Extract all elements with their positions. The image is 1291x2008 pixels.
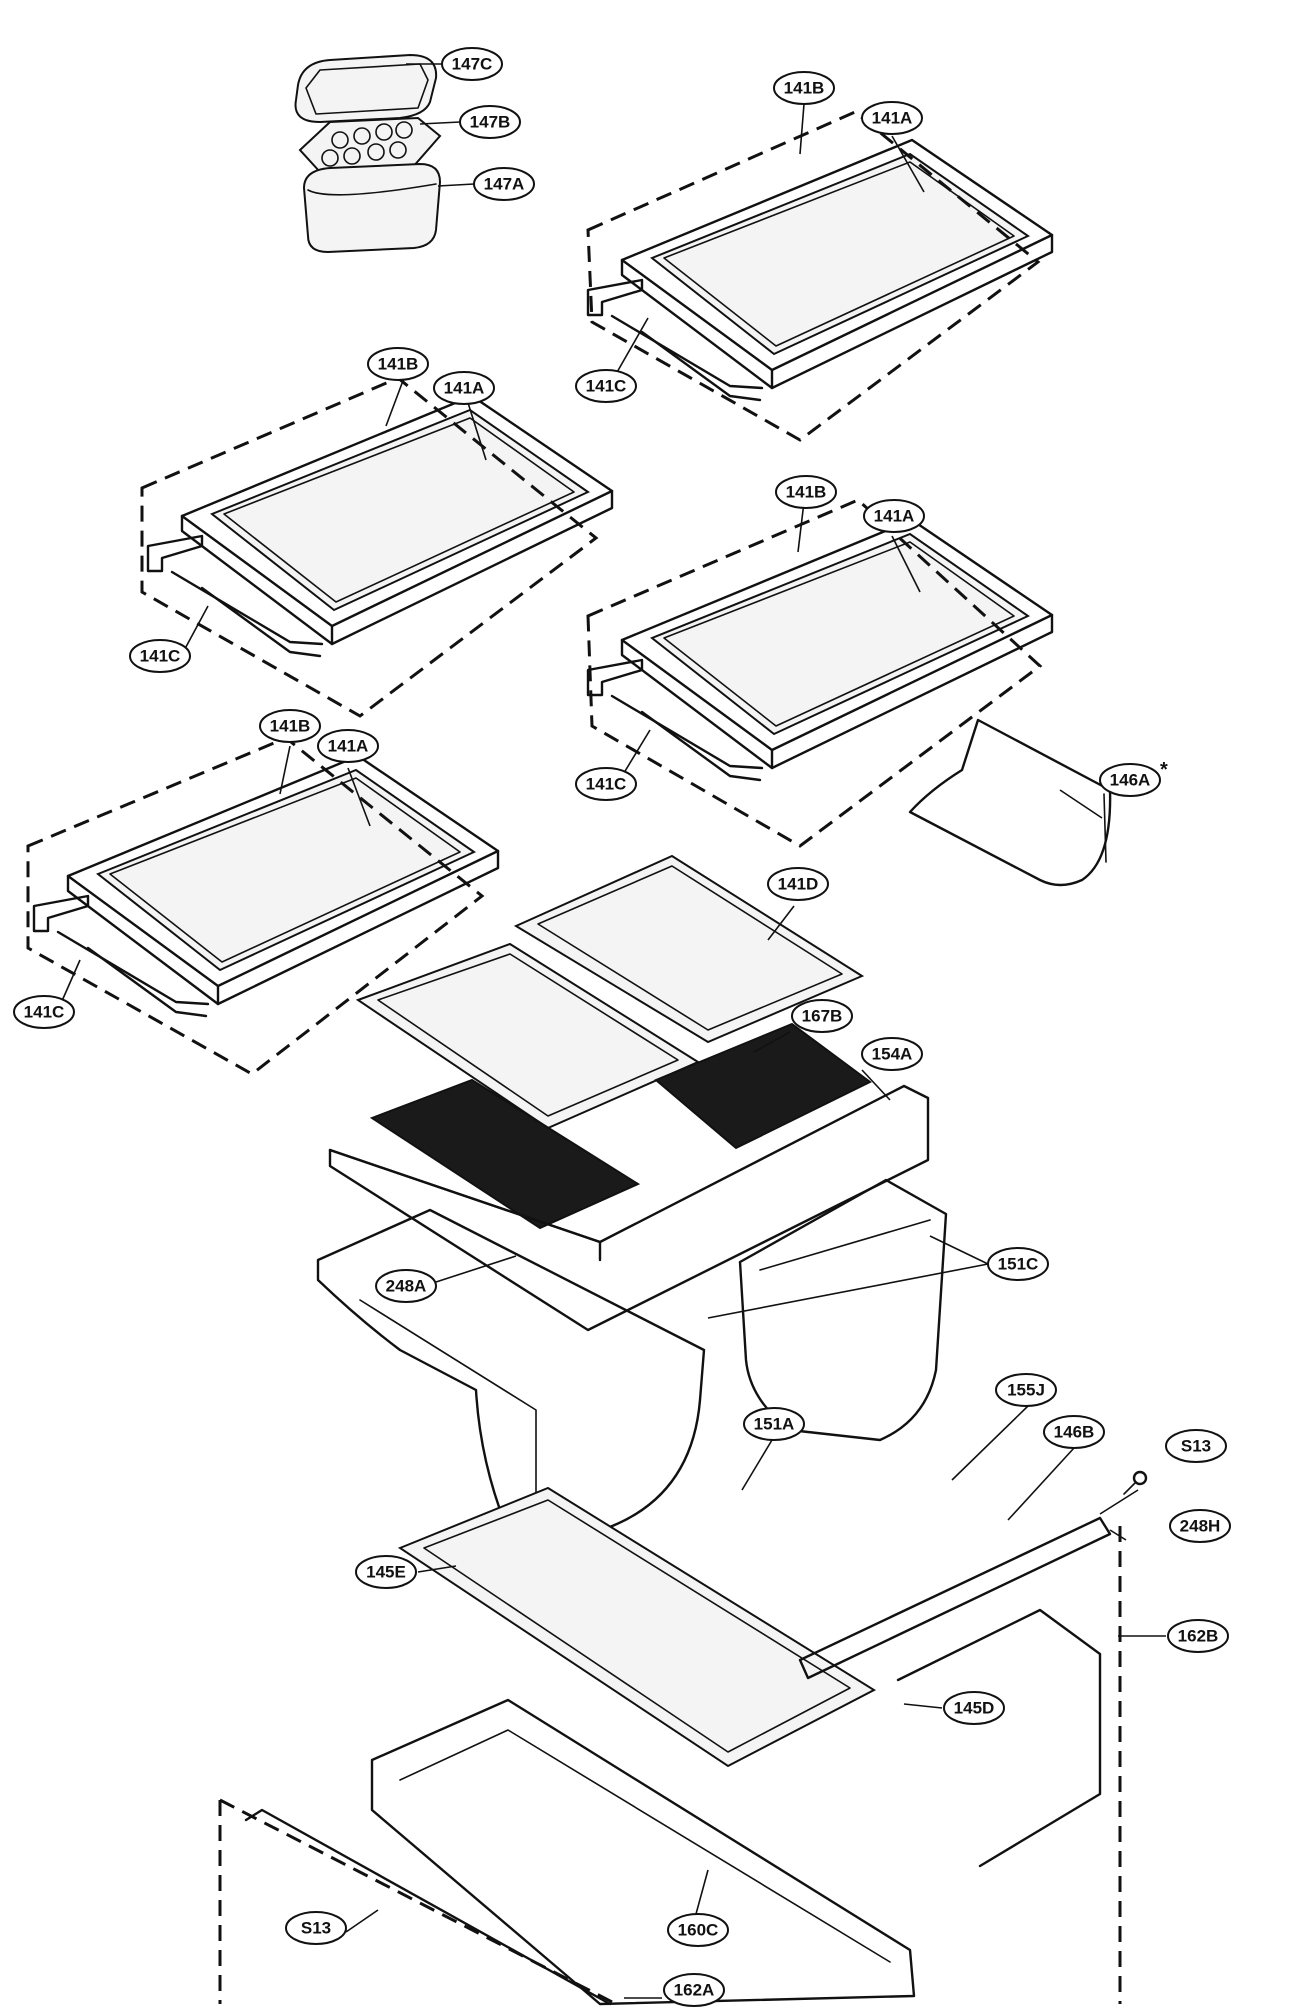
drawer-rail xyxy=(798,1516,1112,1680)
label-145E: 145E xyxy=(355,1555,417,1589)
label-147B-text: 147B xyxy=(470,113,511,132)
label-167B-text: 167B xyxy=(802,1007,843,1026)
leader-lines xyxy=(57,63,1166,1999)
egg-tray-assembly xyxy=(294,53,442,254)
label-162A: 162A xyxy=(663,1973,725,2007)
label-141C-mid-right-text: 141C xyxy=(586,775,627,794)
label-141D-text: 141D xyxy=(778,875,819,894)
label-151C: 151C xyxy=(987,1247,1049,1281)
label-141A-top-right: 141A xyxy=(861,101,923,135)
label-145D: 145D xyxy=(943,1691,1005,1725)
label-147C: 147C xyxy=(441,47,503,81)
shelf-mid-left xyxy=(146,394,614,658)
label-155J-text: 155J xyxy=(1007,1381,1045,1400)
label-147C-text: 147C xyxy=(452,55,493,74)
label-141C-top-right: 141C xyxy=(575,369,637,403)
label-141A-mid-left: 141A xyxy=(433,371,495,405)
label-146A: 146A * xyxy=(1099,759,1168,797)
label-151C-text: 151C xyxy=(998,1255,1039,1274)
label-147A-text: 147A xyxy=(484,175,525,194)
label-141B-mid-right-text: 141B xyxy=(786,483,827,502)
crisper-filter-right xyxy=(654,1022,872,1150)
pantry-drawer-side xyxy=(896,1608,1102,1868)
label-154A: 154A xyxy=(861,1037,923,1071)
label-160C: 160C xyxy=(667,1913,729,1947)
label-141A-mid-right-text: 141A xyxy=(874,507,915,526)
crisper-drawer-left xyxy=(316,1208,706,1542)
label-147B: 147B xyxy=(459,105,521,139)
label-141B-lower-left: 141B xyxy=(259,709,321,743)
label-S13-left-text: S13 xyxy=(301,1919,331,1938)
label-167B: 167B xyxy=(791,999,853,1033)
pan-glass-cover xyxy=(397,1486,877,1768)
label-141C-mid-right: 141C xyxy=(575,767,637,801)
egg-cups xyxy=(321,121,413,167)
label-248H: 248H xyxy=(1169,1509,1231,1543)
label-151A: 151A xyxy=(743,1407,805,1441)
label-145E-text: 145E xyxy=(366,1563,406,1582)
crisper-filter-left xyxy=(369,1078,641,1230)
label-146A-asterisk: * xyxy=(1160,759,1168,781)
label-146B: 146B xyxy=(1043,1415,1105,1449)
label-141B-top-right: 141B xyxy=(773,71,835,105)
crisper-cover-frame xyxy=(328,1084,930,1332)
label-151A-text: 151A xyxy=(754,1415,795,1434)
label-146A-text: 146A xyxy=(1110,771,1151,790)
crisper-drawer-right xyxy=(738,1178,948,1442)
label-141B-lower-left-text: 141B xyxy=(270,717,311,736)
label-248A-text: 248A xyxy=(386,1277,427,1296)
label-145D-text: 145D xyxy=(954,1699,995,1718)
crisper-cover-assembly xyxy=(328,854,930,1332)
label-141C-mid-left: 141C xyxy=(129,639,191,673)
label-141C-lower-left: 141C xyxy=(13,995,75,1029)
label-141C-lower-left-text: 141C xyxy=(24,1003,65,1022)
label-248A: 248A xyxy=(375,1269,437,1303)
label-S13-right: S13 xyxy=(1165,1429,1227,1463)
label-141B-top-right-text: 141B xyxy=(784,79,825,98)
pantry-drawer-base xyxy=(370,1698,916,2006)
screw-right xyxy=(1123,1470,1148,1495)
label-154A-text: 154A xyxy=(872,1045,913,1064)
shelf-top-right xyxy=(586,138,1054,402)
shelf-mid-right xyxy=(586,518,1054,782)
label-141B-mid-left-text: 141B xyxy=(378,355,419,374)
label-141A-lower-left: 141A xyxy=(317,729,379,763)
label-248H-text: 248H xyxy=(1180,1517,1221,1536)
label-141C-mid-left-text: 141C xyxy=(140,647,181,666)
label-141A-lower-left-text: 141A xyxy=(328,737,369,756)
label-141A-mid-right: 141A xyxy=(863,499,925,533)
label-147A: 147A xyxy=(473,167,535,201)
label-162A-text: 162A xyxy=(674,1981,715,2000)
egg-tray-bin xyxy=(302,162,442,254)
label-146B-text: 146B xyxy=(1054,1423,1095,1442)
label-141B-mid-left: 141B xyxy=(367,347,429,381)
label-141D: 141D xyxy=(767,867,829,901)
label-141B-mid-right: 141B xyxy=(775,475,837,509)
label-141C-top-right-text: 141C xyxy=(586,377,627,396)
crisper-glass-right xyxy=(513,854,865,1044)
label-160C-text: 160C xyxy=(678,1921,719,1940)
label-141A-top-right-text: 141A xyxy=(872,109,913,128)
label-162B-text: 162B xyxy=(1178,1627,1219,1646)
egg-tray-cover xyxy=(294,53,438,124)
label-S13-left: S13 xyxy=(285,1911,347,1945)
shelf-hanger xyxy=(908,718,1112,887)
label-155J: 155J xyxy=(995,1373,1057,1407)
label-162B: 162B xyxy=(1167,1619,1229,1653)
label-141A-mid-left-text: 141A xyxy=(444,379,485,398)
label-S13-right-text: S13 xyxy=(1181,1437,1211,1456)
